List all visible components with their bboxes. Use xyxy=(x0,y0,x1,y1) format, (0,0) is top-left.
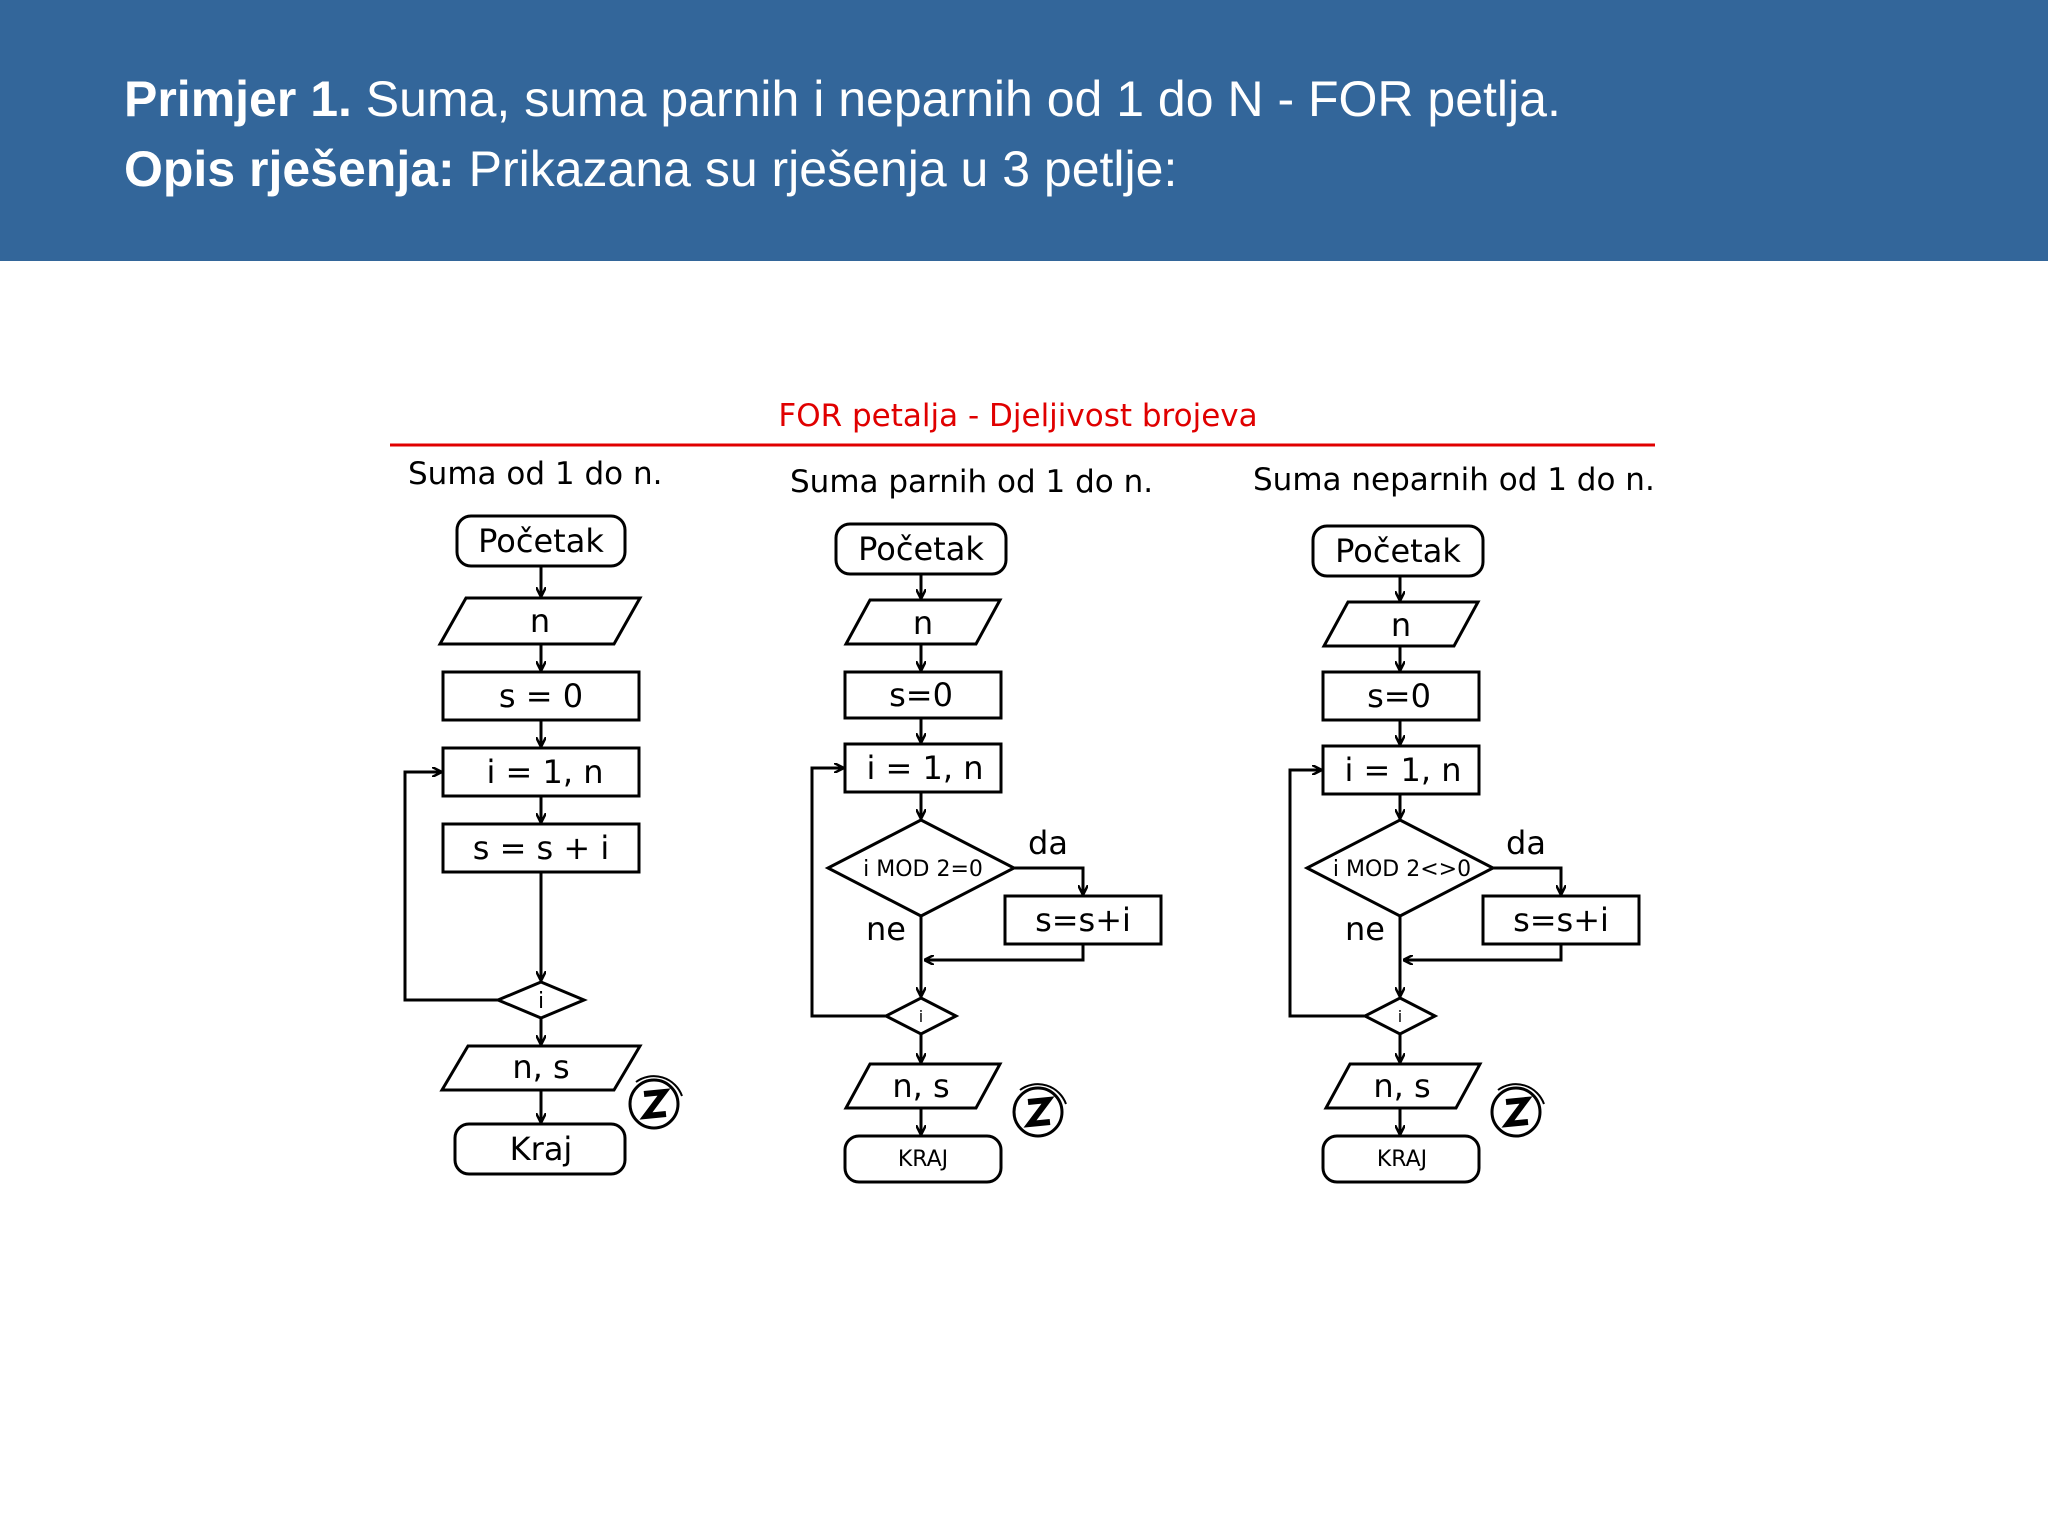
flowchart-sum-odd: Suma neparnih od 1 do n. Početak n s=0 i… xyxy=(1253,462,1655,1184)
col3-start-terminal xyxy=(1311,524,1485,578)
col1-start-label: Početak xyxy=(478,522,604,560)
col3-input-label: n xyxy=(1391,606,1411,644)
col2-end-label: KRAJ xyxy=(898,1147,948,1172)
flowchart-sum-even: Suma parnih od 1 do n. Početak n s=0 i =… xyxy=(790,464,1163,1184)
col1-output-label: n, s xyxy=(512,1048,569,1086)
col3-yes-arrow xyxy=(1493,866,1561,894)
col1-end-terminal xyxy=(453,1122,627,1176)
col3-end-terminal xyxy=(1321,1134,1481,1184)
description-label: Opis rješenja: xyxy=(124,141,455,197)
col3-merge-arrow xyxy=(1404,944,1563,960)
col2-init-label: s=0 xyxy=(889,676,953,714)
col2-start-label: Početak xyxy=(858,530,984,568)
description-text: Prikazana su rješenja u 3 petlje: xyxy=(454,141,1178,197)
col1-loop-label: i = 1, n xyxy=(486,753,603,791)
col3-condition-label: i MOD 2<>0 xyxy=(1333,857,1471,882)
circle-z-logo-icon xyxy=(1012,1083,1067,1138)
col3-output-label: n, s xyxy=(1373,1067,1430,1105)
col2-end-terminal xyxy=(843,1134,1003,1184)
flowchart-diagram: FOR petalja - Djeljivost brojeva Suma od… xyxy=(390,398,1655,1184)
col3-init-label: s=0 xyxy=(1367,677,1431,715)
col2-input-parallelogram xyxy=(843,598,1003,646)
col3-start-label: Početak xyxy=(1335,532,1461,570)
col2-body-label: s=s+i xyxy=(1035,901,1131,939)
col2-no-label: ne xyxy=(866,910,906,948)
col2-loop-end-label: i xyxy=(919,1007,923,1026)
slide-header: Primjer 1. Suma, suma parnih i neparnih … xyxy=(0,0,2048,261)
col2-init-process xyxy=(843,670,1003,720)
col3-title: Suma neparnih od 1 do n. xyxy=(1253,462,1655,498)
col3-loop-end-label: i xyxy=(1398,1007,1402,1026)
col2-output-label: n, s xyxy=(892,1067,949,1105)
col1-title: Suma od 1 do n. xyxy=(408,456,662,492)
col1-init-label: s = 0 xyxy=(499,677,583,715)
col2-condition-label: i MOD 2=0 xyxy=(863,857,983,882)
col3-yes-label: da xyxy=(1506,824,1546,862)
col1-loop-back-arrow xyxy=(403,772,498,1002)
col2-merge-arrow xyxy=(925,944,1085,960)
col1-body-label: s = s + i xyxy=(473,829,610,867)
example-label: Primjer 1. xyxy=(124,71,352,127)
col3-end-label: KRAJ xyxy=(1377,1147,1427,1172)
col1-input-label: n xyxy=(530,602,550,640)
flowchart-sum: Suma od 1 do n. Početak n s = 0 i = 1, n… xyxy=(403,456,683,1176)
circle-z-logo-icon xyxy=(1490,1083,1545,1138)
col2-loop-label: i = 1, n xyxy=(866,749,983,787)
col1-loop-end-label: i xyxy=(538,989,544,1014)
col2-loop-back-arrow xyxy=(810,768,886,1018)
col3-body-label: s=s+i xyxy=(1513,901,1609,939)
circle-z-logo-icon xyxy=(628,1075,683,1130)
col2-yes-arrow xyxy=(1014,866,1083,894)
col3-input-parallelogram xyxy=(1321,600,1481,648)
col2-loop-box xyxy=(843,742,1003,794)
col2-title: Suma parnih od 1 do n. xyxy=(790,464,1153,500)
example-title: Suma, suma parnih i neparnih od 1 do N -… xyxy=(351,71,1561,127)
col3-output-parallelogram xyxy=(1323,1062,1483,1110)
col1-input-parallelogram xyxy=(437,596,643,646)
diagram-title: FOR petalja - Djeljivost brojeva xyxy=(778,398,1257,434)
header-line-2: Opis rješenja: Prikazana su rješenja u 3… xyxy=(124,144,1177,194)
col2-input-label: n xyxy=(913,604,933,642)
col2-yes-label: da xyxy=(1028,824,1068,862)
col3-no-label: ne xyxy=(1345,910,1385,948)
col3-loop-label: i = 1, n xyxy=(1344,751,1461,789)
header-line-1: Primjer 1. Suma, suma parnih i neparnih … xyxy=(124,74,1561,124)
col1-end-label: Kraj xyxy=(510,1130,573,1168)
col2-output-parallelogram xyxy=(843,1062,1003,1110)
col1-output-parallelogram xyxy=(439,1044,643,1092)
col3-loop-back-arrow xyxy=(1288,770,1365,1018)
